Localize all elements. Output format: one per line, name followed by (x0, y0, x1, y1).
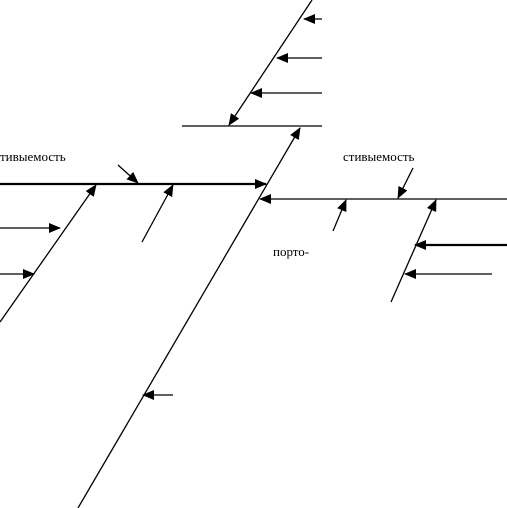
main-spine (77, 127, 301, 508)
left-branch-label: тивыемость (0, 149, 66, 164)
middle-label: порто- (273, 244, 310, 259)
right-diagonal (390, 199, 437, 303)
left-diagonal-long (0, 184, 97, 323)
left-diagonal-short (141, 184, 174, 243)
left-label-pointer (117, 164, 139, 184)
top-diagonal (228, 0, 313, 126)
right-label-pointer (397, 167, 414, 199)
right-branch-label: стивыемость (343, 149, 415, 164)
right-small-diagonal (332, 199, 347, 232)
